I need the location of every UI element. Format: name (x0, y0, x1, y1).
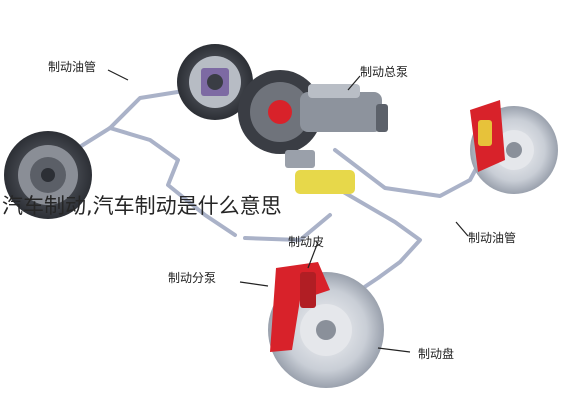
page-caption: 汽车制动,汽车制动是什么意思 (2, 194, 282, 218)
leader-lines (107, 69, 469, 353)
label-brake-pad: 制动皮 (288, 235, 325, 249)
label-brake-line-left: 制动油管 (48, 60, 97, 74)
pipe-center (243, 213, 332, 242)
pipe-left-front (108, 126, 237, 237)
pipe-to-front-disc (338, 188, 422, 292)
label-master-cylinder: 制动总泵 (360, 65, 409, 79)
pipe-right-rear (333, 148, 480, 198)
bottom-front-disc (268, 262, 384, 388)
label-wheel-cylinder: 制动分泵 (168, 271, 217, 285)
right-front-disc (470, 100, 558, 194)
master-cylinder-assembly (238, 70, 388, 194)
top-drum (177, 44, 253, 120)
label-brake-disc: 制动盘 (418, 347, 455, 361)
left-rear-drum (4, 131, 92, 219)
label-brake-line-right: 制动油管 (468, 231, 517, 245)
